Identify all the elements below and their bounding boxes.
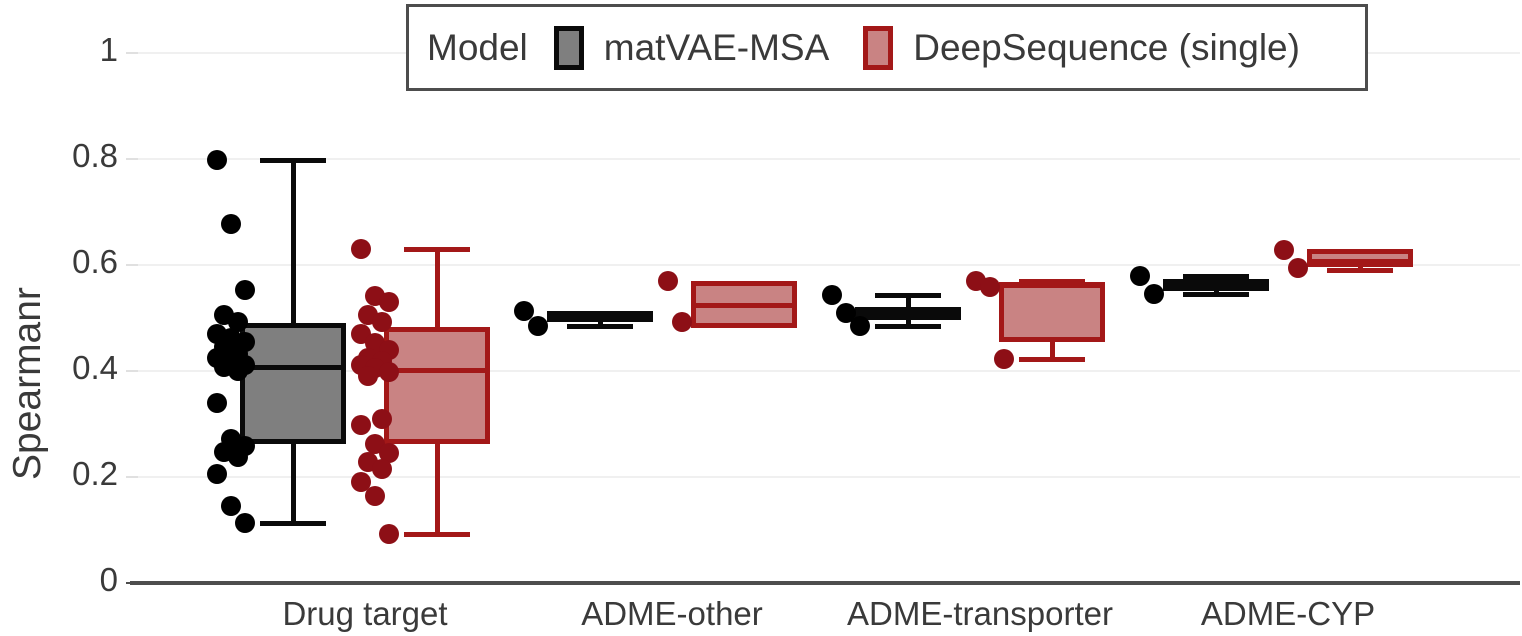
x-tick-label: ADME-CYP: [1200, 595, 1376, 632]
scatter-point: [351, 472, 371, 493]
scatter-point: [379, 291, 399, 312]
y-tick-mark: [126, 52, 138, 54]
scatter-point: [658, 271, 678, 292]
scatter-point: [672, 311, 692, 332]
scatter-point: [514, 301, 534, 322]
legend-label: matVAE-MSA: [603, 26, 830, 68]
scatter-point: [358, 366, 378, 387]
x-tick-label: Drug target: [282, 595, 448, 632]
median-line: [1163, 283, 1269, 289]
whisker-upper: [290, 160, 296, 324]
median-line: [547, 314, 653, 320]
median-line: [384, 367, 490, 373]
y-tick-label: 0.8: [72, 137, 118, 174]
scatter-point: [372, 459, 392, 480]
scatter-point: [228, 361, 248, 381]
scatter-point: [1144, 284, 1164, 305]
median-line: [240, 364, 346, 370]
whisker-lower: [290, 444, 296, 524]
scatter-point: [850, 315, 870, 336]
scatter-point: [228, 312, 248, 333]
legend-swatch-icon: [863, 25, 894, 70]
scatter-point: [221, 214, 241, 235]
scatter-point: [351, 415, 371, 436]
scatter-point: [207, 150, 227, 171]
legend-label: DeepSequence (single): [913, 26, 1300, 68]
box-plot-box: [384, 327, 490, 445]
whisker-cap-lower: [1019, 357, 1085, 363]
whisker-cap-upper: [404, 247, 470, 253]
median-line: [1307, 258, 1413, 264]
scatter-point: [207, 464, 227, 485]
scatter-point: [372, 312, 392, 333]
whisker-cap-lower: [1183, 292, 1249, 298]
y-tick-mark: [126, 370, 138, 372]
median-line: [691, 302, 797, 308]
scatter-point: [379, 523, 399, 544]
gridline: [130, 476, 1520, 478]
whisker-upper: [905, 295, 911, 308]
scatter-point: [372, 408, 392, 429]
x-axis-baseline: [130, 581, 1520, 585]
scatter-point: [351, 239, 371, 260]
scatter-point: [836, 302, 856, 323]
whisker-lower: [434, 444, 440, 534]
scatter-point: [228, 446, 248, 467]
legend: Model matVAE-MSA DeepSequence (single): [406, 4, 1368, 91]
y-tick-label: 1: [99, 31, 118, 68]
scatter-point: [1274, 240, 1294, 261]
whisker-cap-lower: [875, 323, 941, 329]
scatter-point: [235, 279, 255, 300]
legend-entries: matVAE-MSA DeepSequence (single): [553, 25, 1334, 70]
whisker-lower: [905, 319, 911, 326]
whisker-upper: [434, 249, 440, 327]
y-tick-mark: [126, 158, 138, 160]
scatter-point: [1288, 258, 1308, 279]
scatter-point: [822, 285, 842, 306]
scatter-point: [994, 349, 1014, 370]
legend-swatch-icon: [553, 25, 584, 70]
gridline: [130, 264, 1520, 266]
scatter-point: [379, 443, 399, 464]
y-axis-label-container: Spearmanr: [0, 0, 58, 636]
scatter-point: [365, 485, 385, 506]
whisker-cap-upper: [875, 293, 941, 299]
scatter-point: [221, 496, 241, 517]
whisker-cap-upper: [1183, 273, 1249, 279]
scatter-point: [379, 362, 399, 383]
whisker-cap-lower: [404, 531, 470, 537]
whisker-cap-lower: [567, 323, 633, 329]
legend-title: Model: [427, 26, 528, 68]
whisker-cap-upper: [260, 158, 326, 164]
median-line: [855, 311, 961, 317]
y-tick-mark: [126, 264, 138, 266]
gridline: [130, 158, 1520, 160]
scatter-point: [235, 513, 255, 534]
box-plot-box: [999, 281, 1105, 342]
whisker-cap-upper: [1019, 278, 1085, 284]
y-tick-label: 0.2: [72, 455, 118, 492]
whisker-cap-lower: [1327, 267, 1393, 273]
y-tick-label: 0.4: [72, 349, 118, 386]
gridline: [130, 370, 1520, 372]
y-tick-mark: [126, 476, 138, 478]
x-tick-label: ADME-transporter: [847, 595, 1113, 632]
scatter-point: [528, 315, 548, 336]
median-line: [999, 283, 1105, 289]
y-tick-label: 0.6: [72, 243, 118, 280]
box-plot-box: [240, 323, 346, 445]
scatter-point: [980, 277, 1000, 298]
whisker-lower: [1049, 341, 1055, 360]
y-axis-label: Spearmanr: [6, 287, 49, 480]
x-tick-label: ADME-other: [581, 595, 763, 632]
y-tick-label: 0: [99, 561, 118, 598]
legend-entry[interactable]: matVAE-MSA: [553, 25, 863, 70]
legend-entry[interactable]: DeepSequence (single): [863, 25, 1334, 70]
whisker-cap-lower: [260, 521, 326, 527]
scatter-point: [207, 392, 227, 413]
scatter-point: [1130, 265, 1150, 286]
